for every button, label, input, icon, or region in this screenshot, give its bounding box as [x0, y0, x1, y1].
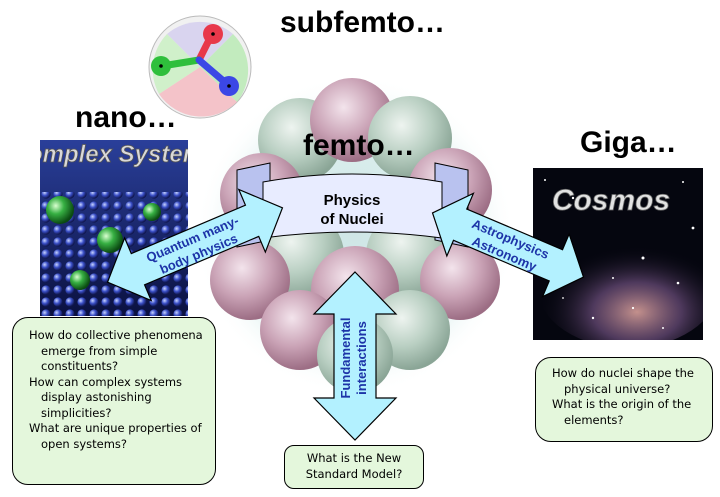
complex-systems-image: Complex Systems — [40, 140, 188, 316]
question-item: How can complex systems display astonish… — [29, 374, 183, 420]
nucleon-quark-icon — [148, 15, 252, 119]
scale-label-subfemto: subfemto… — [280, 6, 445, 39]
question-item: How do nuclei shape the physical univers… — [552, 366, 694, 396]
vertical-double-arrow: Fundamental interactions — [312, 271, 398, 441]
complex-label: Complex Systems — [40, 141, 188, 168]
down-arrow-label-1: Fundamental — [338, 318, 353, 399]
banner-label-1: Physics — [324, 192, 381, 209]
question-item: What is the origin of the elements? — [552, 397, 692, 427]
cosmos-image: Cosmos — [533, 168, 703, 340]
bottom-question-box: What is the New Standard Model? — [284, 445, 424, 489]
down-arrow-label-2: interactions — [354, 321, 369, 395]
scale-label-giga: Giga… — [580, 126, 677, 159]
cosmos-label: Cosmos — [552, 184, 670, 217]
question-item: How do collective phenomena emerge from … — [29, 328, 203, 373]
question-item: What are unique properties of open syste… — [29, 421, 202, 451]
left-question-box: How do collective phenomena emerge from … — [12, 317, 216, 485]
question-item: What is the New Standard Model? — [305, 451, 403, 481]
scale-label-nano: nano… — [75, 101, 177, 134]
scale-label-femto: femto… — [303, 129, 415, 162]
banner-label-2: of Nuclei — [320, 211, 383, 228]
right-question-box: How do nuclei shape the physical univers… — [535, 357, 713, 442]
